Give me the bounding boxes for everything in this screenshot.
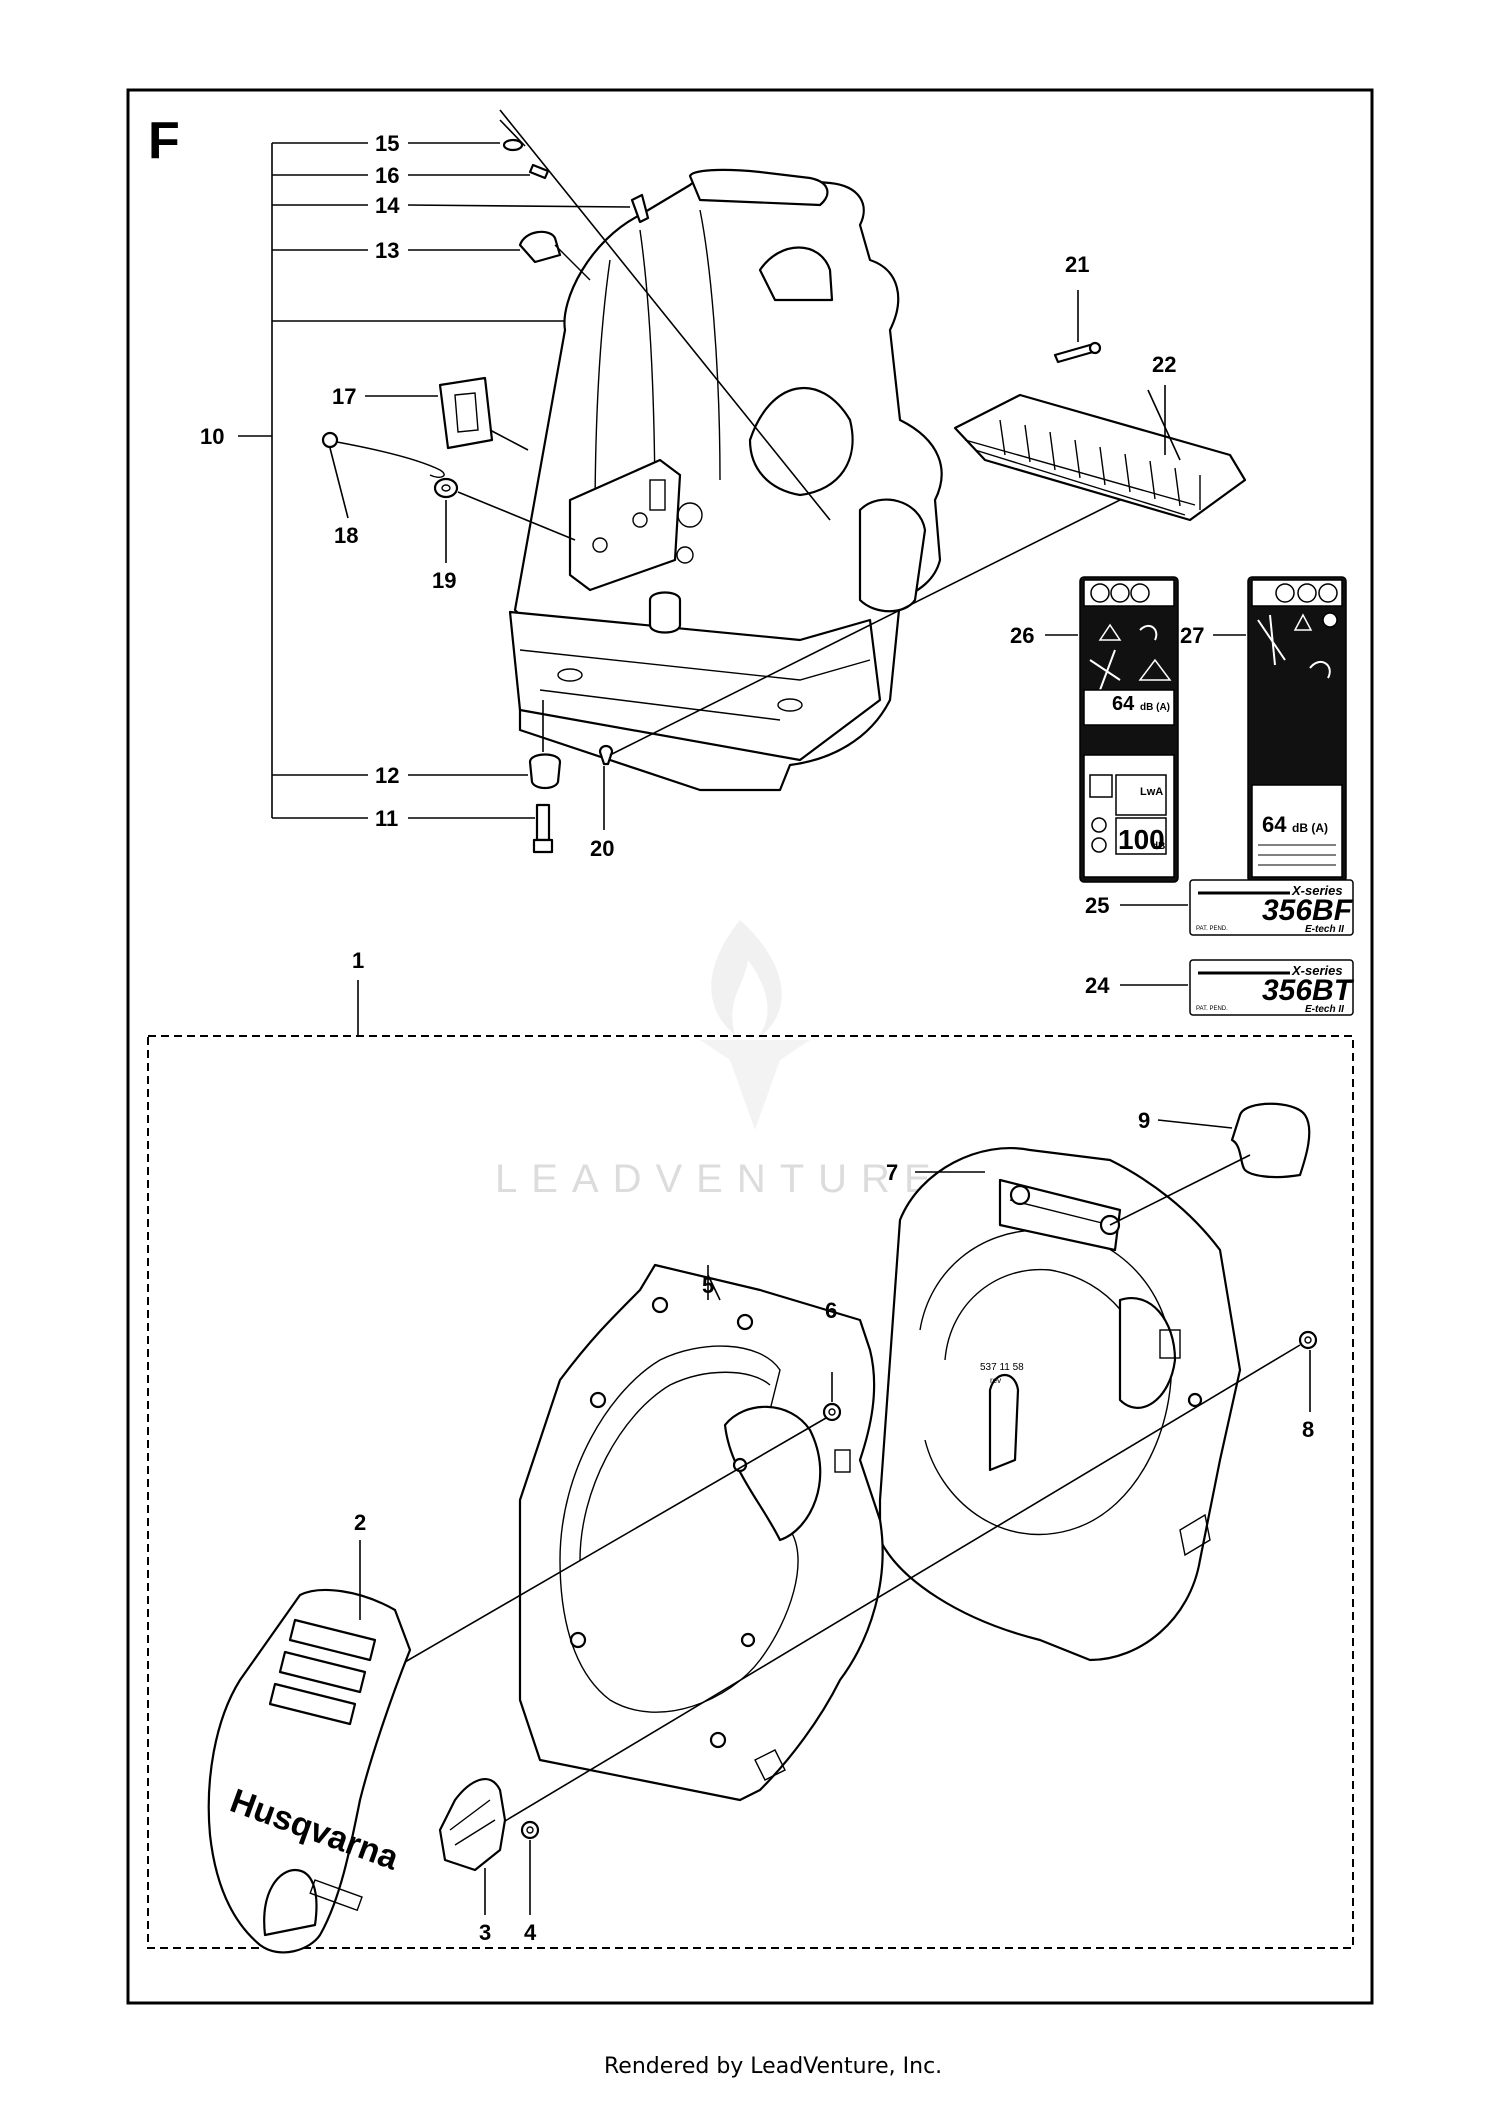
part-12-mount	[528, 700, 562, 790]
callout-17: 17	[332, 384, 356, 409]
part-9-pad	[1230, 1102, 1311, 1179]
callout-24: 24	[1085, 973, 1110, 998]
badge-25-model: 356BF	[1262, 894, 1353, 927]
part-7-fan-housing: 537 11 58 rev	[878, 1147, 1242, 1662]
part-8-nut	[489, 1330, 1318, 1831]
part-14-pin	[630, 193, 650, 224]
part-17-plate	[438, 376, 529, 451]
section-letter: F	[148, 112, 180, 170]
callout-15: 15	[375, 131, 399, 156]
callout-11: 11	[375, 806, 398, 831]
badge-24: X-series 356BT PAT. PEND. E-tech II	[1189, 959, 1355, 1016]
decal-26-lwa: LwA	[1140, 786, 1163, 798]
callout-6: 6	[825, 1298, 837, 1323]
part-20-clip	[598, 489, 1141, 766]
part-3-guard	[438, 1778, 507, 1872]
callout-12: 12	[375, 763, 399, 788]
callout-14: 14	[375, 193, 400, 218]
callout-10: 10	[200, 424, 224, 449]
callout-7: 7	[886, 1160, 898, 1185]
callout-18: 18	[334, 523, 358, 548]
kit-boundary-1	[147, 1035, 1354, 1949]
callout-9: 9	[1138, 1108, 1150, 1133]
badge-25-series: X-series	[1291, 883, 1343, 898]
callout-8: 8	[1302, 1417, 1314, 1442]
watermark-text: LEADVENTURE	[495, 1157, 945, 1201]
group-bracket-10	[238, 142, 565, 819]
badge-24-model: 356BT	[1262, 974, 1355, 1007]
callout-16: 16	[375, 163, 399, 188]
badge-25-small: PAT. PEND.	[1196, 926, 1228, 932]
backpack-frame	[508, 168, 943, 792]
badge-24-small: PAT. PEND.	[1196, 1006, 1228, 1012]
part-5-volute	[518, 1263, 884, 1802]
diagram-frame	[126, 88, 1374, 2005]
part-19-grommet	[433, 477, 576, 541]
callout-3: 3	[479, 1920, 491, 1945]
callout-20: 20	[590, 836, 614, 861]
decal-26-lwa-unit: dB	[1152, 841, 1165, 852]
part-18-cable	[321, 431, 445, 478]
part-15-washer	[499, 119, 526, 152]
callout-1: 1	[352, 948, 364, 973]
housing-rev: rev	[990, 1376, 1001, 1385]
callout-26: 26	[1010, 623, 1034, 648]
watermark-logo	[700, 920, 810, 1130]
part-11-bolt	[532, 803, 554, 854]
callout-25: 25	[1085, 893, 1109, 918]
housing-part-mark: 537 11 58	[980, 1362, 1024, 1373]
decal-27-db-unit: dB (A)	[1292, 821, 1328, 835]
callout-2: 2	[354, 1510, 366, 1535]
badge-24-series: X-series	[1291, 963, 1343, 978]
part-21-screw	[1053, 341, 1102, 364]
part-16-screw	[499, 109, 831, 521]
callout-4: 4	[524, 1920, 537, 1945]
decal-26-lwa-value: 100	[1118, 824, 1165, 855]
part-22-basket	[953, 389, 1247, 522]
part-2-cover: Husqvarna	[207, 1588, 412, 1954]
callout-21: 21	[1065, 252, 1089, 277]
badge-24-sub: E-tech II	[1305, 1004, 1344, 1015]
callout-27: 27	[1180, 623, 1204, 648]
part-6-nut	[404, 1372, 842, 1663]
callout-5: 5	[702, 1273, 714, 1298]
decal-26-db: 64	[1112, 693, 1135, 715]
callout-13: 13	[375, 238, 399, 263]
callout-22: 22	[1152, 352, 1176, 377]
part-4-nut	[520, 1820, 540, 1840]
badge-25-sub: E-tech II	[1305, 924, 1344, 935]
badge-25: X-series 356BF PAT. PEND. E-tech II	[1189, 879, 1354, 936]
decal-26-db-unit: dB (A)	[1140, 702, 1170, 713]
part-13-clip	[518, 230, 591, 281]
decal-27: 64 dB (A)	[1247, 576, 1347, 883]
footer-credit: Rendered by LeadVenture, Inc.	[604, 2054, 942, 2079]
decal-26: 64 dB (A) LwA 100 dB	[1079, 576, 1179, 883]
callout-19: 19	[432, 568, 456, 593]
callout-numbers: 15 16 14 13 17 10 18 19 12 11 20 21 22 2…	[200, 131, 1314, 1945]
decal-27-db: 64	[1262, 812, 1287, 837]
